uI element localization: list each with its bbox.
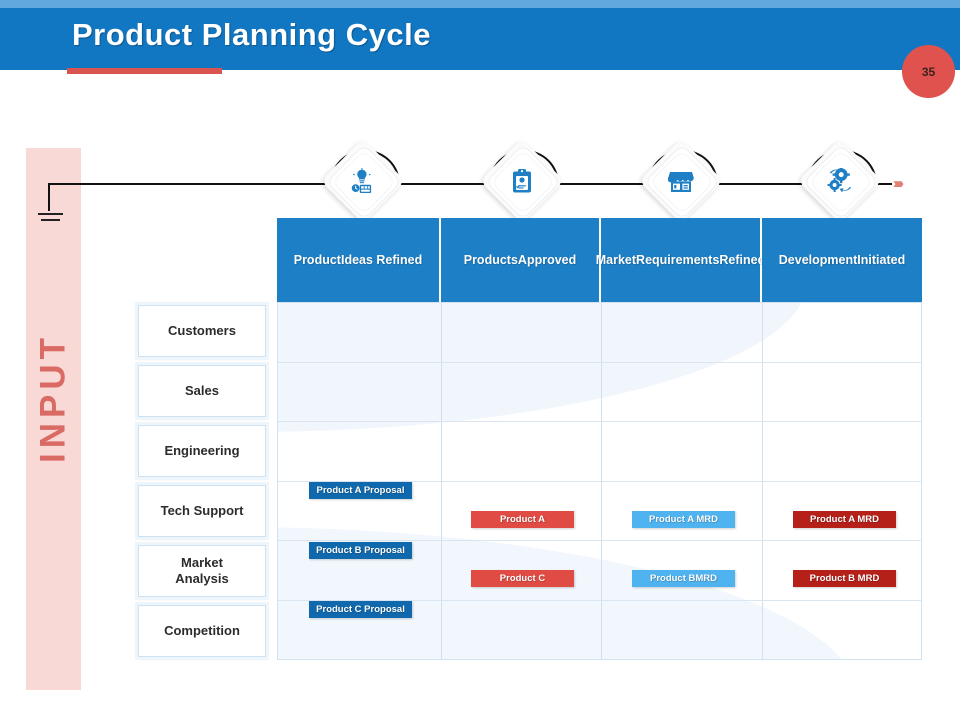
column-header-line: Requirements	[636, 252, 720, 267]
timeline-segment-4	[873, 183, 892, 185]
header-top-strip	[0, 0, 960, 8]
row-label-text: Tech Support	[160, 502, 244, 518]
row-label-text: Sales	[185, 382, 219, 398]
input-panel: INPUT	[26, 148, 81, 690]
column-header-line: Product	[293, 252, 341, 267]
column-header-line: Ideas Refined	[340, 252, 423, 267]
connector-ground-mark-lower	[41, 219, 60, 221]
table-tag[interactable]: Product A	[471, 511, 574, 528]
connector-horizontal-line	[48, 183, 353, 185]
timeline-node-2[interactable]	[479, 138, 565, 224]
timeline-end-chevrons-icon: ››››	[893, 175, 904, 192]
page-title: Product Planning Cycle	[72, 17, 431, 52]
row-divider-1	[277, 361, 922, 363]
connector-vertical-line	[48, 183, 50, 211]
column-header-line: Initiated	[857, 252, 906, 267]
table-tag[interactable]: Product C Proposal	[309, 601, 412, 618]
column-header-line: Market	[595, 252, 637, 267]
idea-bulb-icon	[330, 148, 396, 214]
timeline-segment-2	[555, 183, 648, 185]
column-header-line: Approved	[517, 252, 577, 267]
timeline-node-3[interactable]	[638, 138, 724, 224]
storefront-icon	[648, 148, 714, 214]
row-divider-3	[277, 480, 922, 482]
column-header-line: Refined	[719, 252, 766, 267]
row-label-6[interactable]: Competition	[138, 605, 266, 657]
table-tag[interactable]: Product A MRD	[632, 511, 735, 528]
clipboard-icon	[489, 148, 555, 214]
row-divider-4	[277, 540, 922, 542]
row-label-1[interactable]: Customers	[138, 305, 266, 357]
title-underline-accent	[67, 68, 222, 74]
row-label-text: Engineering	[164, 442, 240, 458]
timeline-node-4[interactable]	[797, 138, 883, 224]
timeline-segment-1	[396, 183, 489, 185]
header-band	[0, 8, 960, 70]
table-tag[interactable]: Product A MRD	[793, 511, 896, 528]
timeline-node-1[interactable]	[320, 138, 406, 224]
table-tag[interactable]: Product C	[471, 570, 574, 587]
row-label-4[interactable]: Tech Support	[138, 485, 266, 537]
timeline-segment-3	[714, 183, 807, 185]
row-label-text: Customers	[168, 322, 236, 338]
table-tag[interactable]: Product B MRD	[793, 570, 896, 587]
table-tag[interactable]: Product B Proposal	[309, 542, 412, 559]
connector-ground-mark-upper	[38, 213, 63, 215]
page-number-badge: 35	[902, 45, 955, 98]
row-divider-5	[277, 600, 922, 601]
row-label-3[interactable]: Engineering	[138, 425, 266, 477]
table-tag[interactable]: Product A Proposal	[309, 482, 412, 499]
row-label-2[interactable]: Sales	[138, 365, 266, 417]
column-header-line: Development	[778, 252, 858, 267]
row-divider-2	[277, 421, 922, 423]
input-panel-label: INPUT	[33, 333, 73, 463]
row-label-text: Competition	[164, 622, 240, 638]
gears-icon	[807, 148, 873, 214]
table-tag[interactable]: Product BMRD	[632, 570, 735, 587]
column-header-line: Products	[463, 252, 518, 267]
